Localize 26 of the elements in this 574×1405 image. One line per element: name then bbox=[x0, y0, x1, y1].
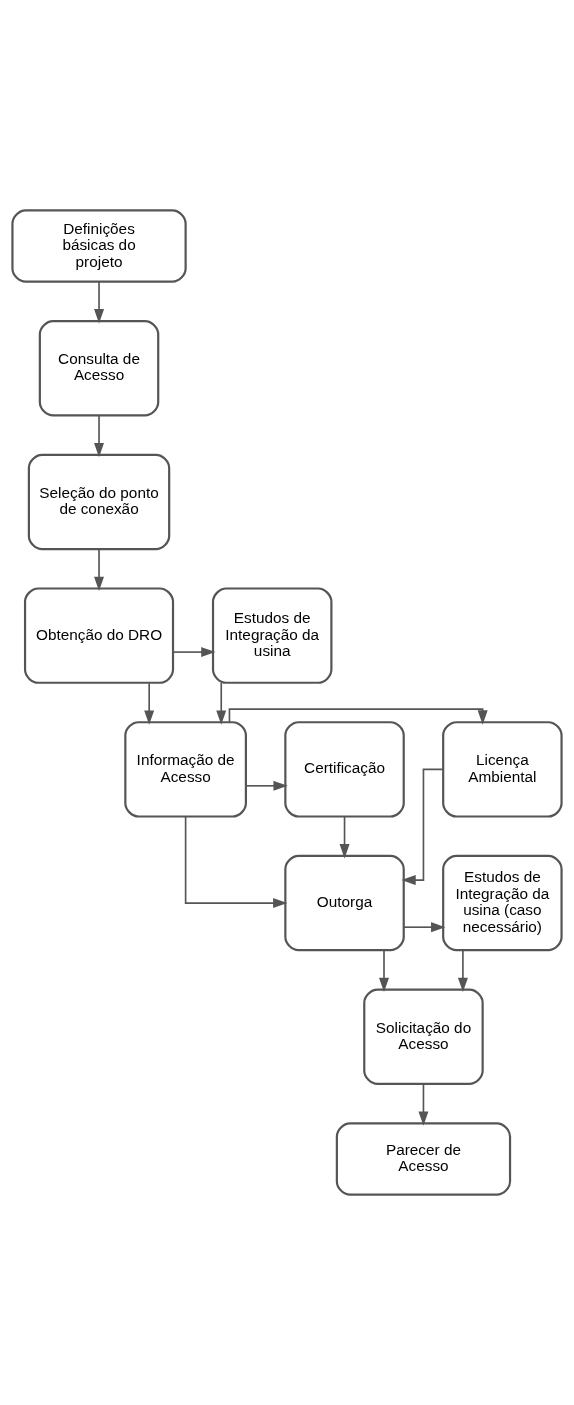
node-box: Parecer de Acesso bbox=[335, 1122, 512, 1196]
node-box: Licença Ambiental bbox=[442, 721, 563, 818]
arrow bbox=[94, 548, 105, 591]
arrow bbox=[245, 780, 288, 791]
arrow bbox=[216, 681, 227, 725]
arrow bbox=[339, 815, 350, 859]
arrow bbox=[172, 647, 216, 658]
node-box: Consulta de Acesso bbox=[38, 320, 160, 417]
node-box: Certificação bbox=[284, 721, 405, 818]
node-box: Solicitação do Acesso bbox=[363, 988, 484, 1085]
arrow bbox=[457, 949, 468, 993]
arrow bbox=[402, 922, 446, 933]
node-box: Outorga bbox=[284, 854, 405, 952]
node-box: Estudos de Integração da usina bbox=[211, 587, 333, 684]
arrow bbox=[228, 708, 488, 725]
node-box: Informação de Acesso bbox=[124, 721, 247, 818]
node-box: Seleção do ponto de conexão bbox=[27, 453, 171, 551]
node-box: Definições básicas do projeto bbox=[11, 209, 187, 283]
arrow bbox=[418, 1083, 429, 1126]
node-box: Obtenção do DRO bbox=[23, 587, 175, 684]
arrow bbox=[379, 949, 389, 993]
arrow bbox=[94, 414, 105, 458]
arrow bbox=[94, 280, 105, 324]
arrow bbox=[144, 681, 155, 725]
node-box: Estudos de Integração da usina (caso necessário) bbox=[442, 854, 563, 952]
arrow bbox=[184, 815, 288, 909]
